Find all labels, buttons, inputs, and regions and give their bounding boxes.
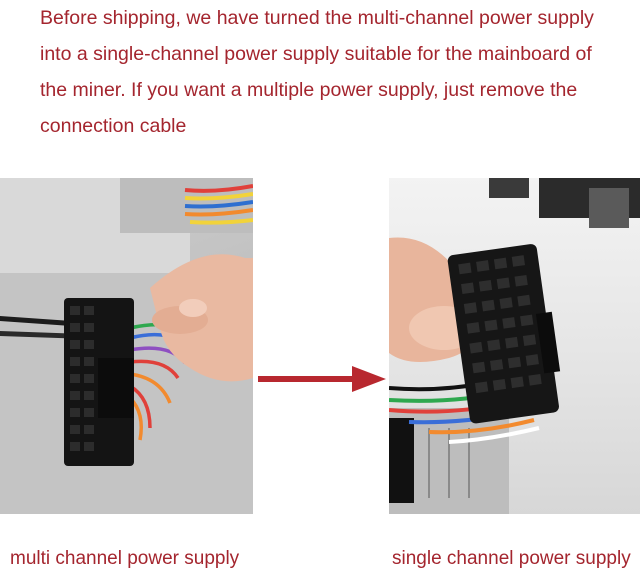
single-channel-caption: single channel power supply — [392, 548, 631, 569]
single-channel-connector-photo — [389, 178, 640, 514]
intro-line: Before shipping, we have turned the mult… — [40, 7, 594, 29]
intro-line: the miner. If you want a multiple power … — [40, 79, 578, 101]
multi-channel-connector-illustration — [0, 178, 253, 514]
multi-channel-connector-photo — [0, 178, 253, 514]
arrow-right-icon — [258, 366, 386, 392]
intro-paragraph: Before shipping, we have turned the mult… — [40, 0, 620, 144]
multi-channel-caption: multi channel power supply — [10, 548, 240, 569]
intro-line: connection cable — [40, 115, 187, 137]
intro-line: into a single-channel power supply suita… — [40, 43, 592, 65]
single-channel-connector-illustration — [389, 178, 640, 514]
